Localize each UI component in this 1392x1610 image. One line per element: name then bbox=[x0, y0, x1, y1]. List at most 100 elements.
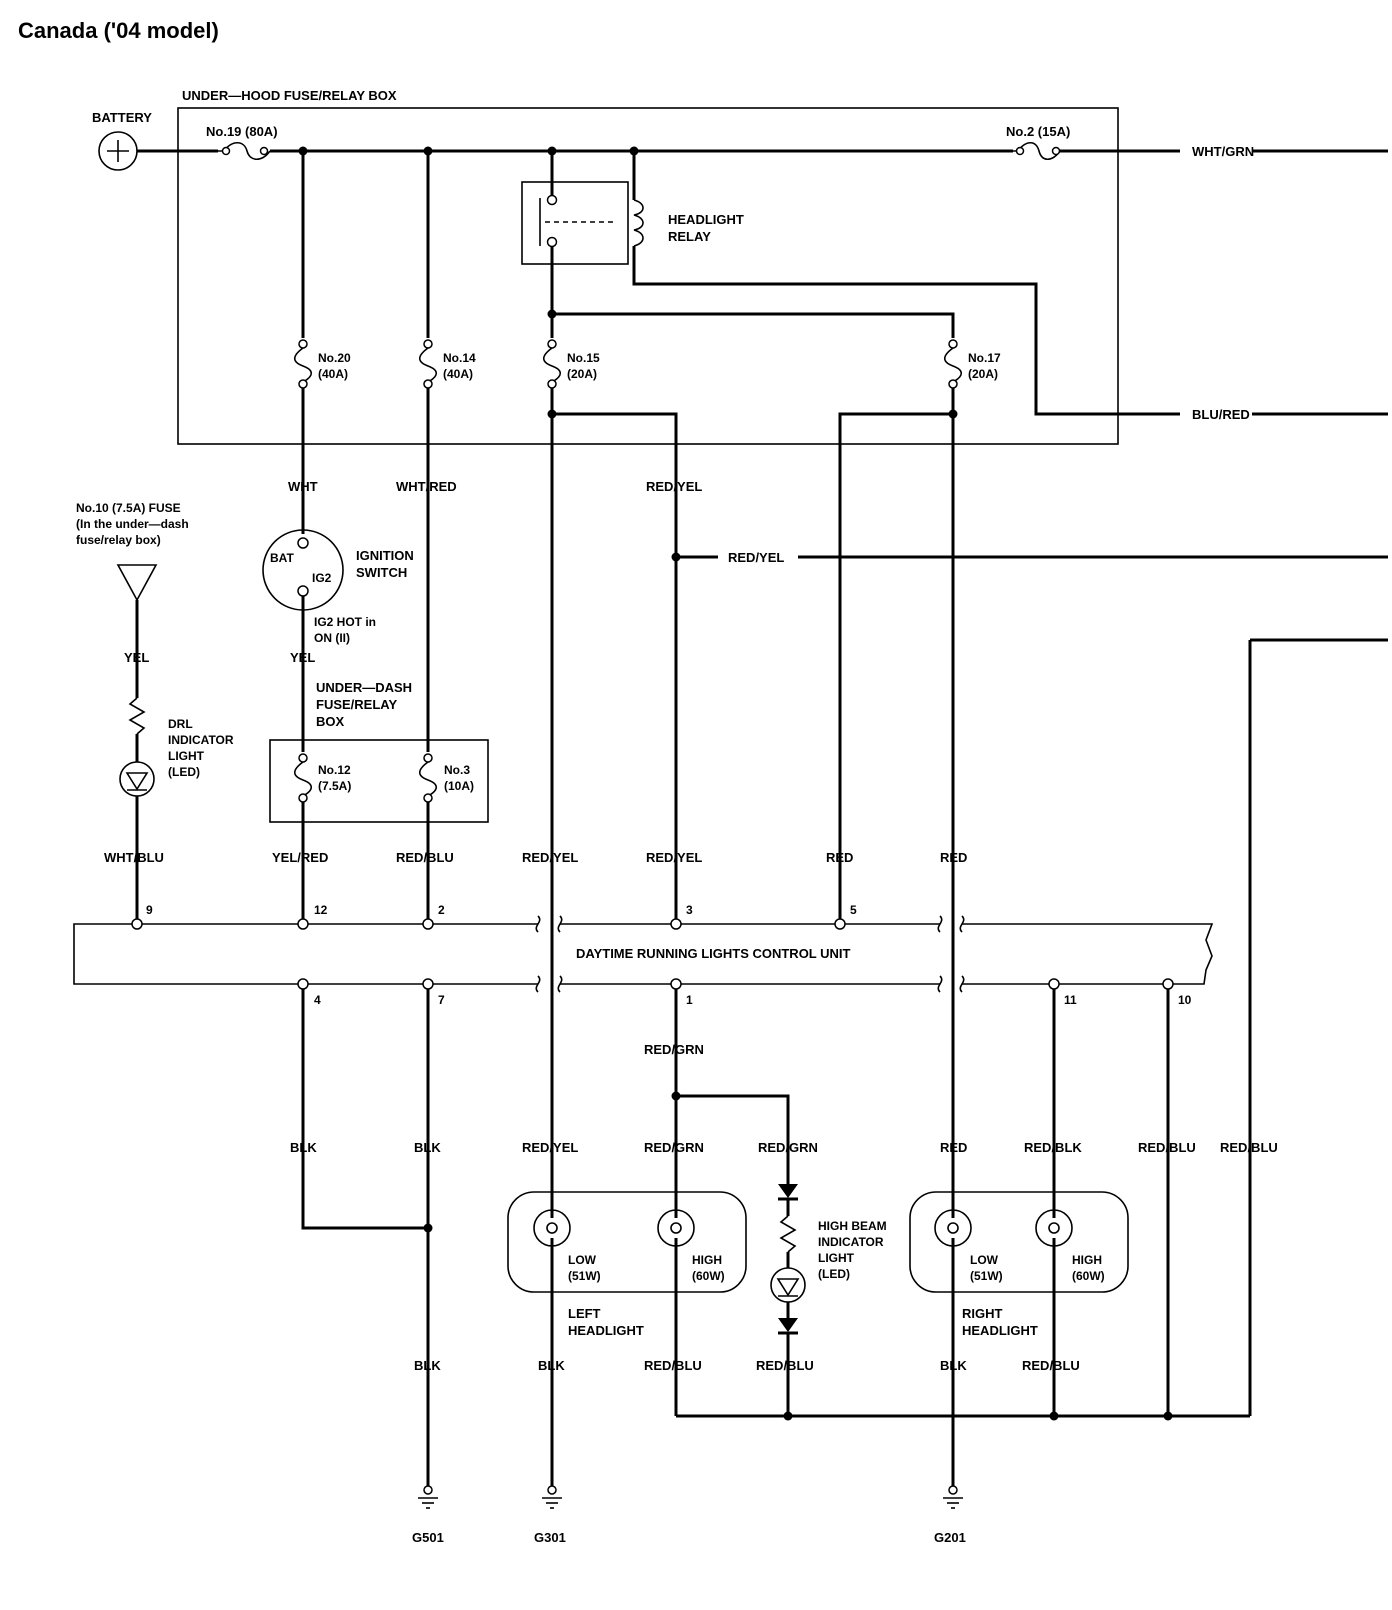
wht-red-label: WHT/RED bbox=[396, 479, 457, 494]
red-pin5-wire bbox=[838, 412, 953, 920]
red-grn-label-c: RED/GRN bbox=[758, 1140, 818, 1155]
red-blu-label-b: RED/BLU bbox=[1138, 1140, 1196, 1155]
fuse-no20 bbox=[293, 339, 313, 389]
drl-indicator-label-1: DRL bbox=[168, 717, 193, 731]
ground-g501 bbox=[418, 1485, 438, 1509]
wht-grn-label: WHT/GRN bbox=[1192, 144, 1254, 159]
fuse-no12-label-2: (7.5A) bbox=[318, 779, 351, 793]
ground-g501-label: G501 bbox=[412, 1530, 444, 1545]
red-label-a: RED bbox=[826, 850, 853, 865]
red-blu-label-d: RED/BLU bbox=[644, 1358, 702, 1373]
red-yel-label-c: RED/YEL bbox=[522, 1140, 578, 1155]
headlight-relay-label-2: RELAY bbox=[668, 229, 711, 244]
battery-symbol bbox=[98, 131, 138, 171]
fuse-no12-label-1: No.12 bbox=[318, 763, 351, 777]
yel-label-b: YEL bbox=[290, 650, 315, 665]
ground-g301 bbox=[542, 1485, 562, 1509]
ignition-ig2-label: IG2 bbox=[312, 571, 332, 585]
fuse-no19-label: No.19 (80A) bbox=[206, 124, 278, 139]
pin-7: 7 bbox=[438, 993, 445, 1007]
pin-9: 9 bbox=[146, 903, 153, 917]
blk-label-d: BLK bbox=[538, 1358, 565, 1373]
page-title: Canada ('04 model) bbox=[18, 18, 219, 43]
fuse-no3-label-1: No.3 bbox=[444, 763, 470, 777]
pin-5: 5 bbox=[850, 903, 857, 917]
drl-indicator-led bbox=[119, 761, 155, 797]
fuse-no19 bbox=[218, 141, 271, 161]
drl-indicator-label-4: (LED) bbox=[168, 765, 200, 779]
yel-label-a: YEL bbox=[124, 650, 149, 665]
fuse-no14-label-2: (40A) bbox=[443, 367, 473, 381]
blk-label-e: BLK bbox=[940, 1358, 967, 1373]
pin-3: 3 bbox=[686, 903, 693, 917]
drl-unit-label: DAYTIME RUNNING LIGHTS CONTROL UNIT bbox=[576, 946, 851, 961]
under-hood-box-label: UNDER—HOOD FUSE/RELAY BOX bbox=[182, 88, 397, 103]
red-label-c: RED bbox=[940, 1140, 967, 1155]
fuse-no12 bbox=[293, 753, 313, 803]
fuse-no15-label-2: (20A) bbox=[567, 367, 597, 381]
fuse-no14 bbox=[418, 339, 438, 389]
red-grn-label-a: RED/GRN bbox=[644, 1042, 704, 1057]
fuse-no20-label-1: No.20 bbox=[318, 351, 351, 365]
headlight-relay bbox=[539, 151, 1388, 416]
fuse-no17-label-1: No.17 bbox=[968, 351, 1001, 365]
left-low-label-2: (51W) bbox=[568, 1269, 601, 1283]
fuse-no10-label-2: (In the under—dash bbox=[76, 517, 189, 531]
fuse-no2-label: No.2 (15A) bbox=[1006, 124, 1070, 139]
red-blu-right-wire bbox=[1248, 638, 1388, 1416]
pin-4: 4 bbox=[314, 993, 321, 1007]
red-yel-label-b: RED/YEL bbox=[646, 850, 702, 865]
blk-label-a: BLK bbox=[290, 1140, 317, 1155]
red-yel-label-a: RED/YEL bbox=[522, 850, 578, 865]
right-low-label-2: (51W) bbox=[970, 1269, 1003, 1283]
red-blu-label-c: RED/BLU bbox=[1220, 1140, 1278, 1155]
headlight-relay-box bbox=[521, 181, 629, 265]
fuse-no10-symbol bbox=[116, 564, 158, 602]
under-dash-label-1: UNDER—DASH bbox=[316, 680, 412, 695]
fuse-no17 bbox=[943, 339, 963, 389]
wht-label: WHT bbox=[288, 479, 318, 494]
fuse-no3 bbox=[418, 753, 438, 803]
right-headlight-label-2: HEADLIGHT bbox=[962, 1323, 1038, 1338]
fuse-no15-label-1: No.15 bbox=[567, 351, 600, 365]
left-headlight-label-2: HEADLIGHT bbox=[568, 1323, 644, 1338]
ground-g201-label: G201 bbox=[934, 1530, 966, 1545]
pin-11: 11 bbox=[1064, 993, 1077, 1007]
high-beam-label-2: INDICATOR bbox=[818, 1235, 884, 1249]
blk-pin4-wire bbox=[301, 989, 428, 1230]
battery-label: BATTERY bbox=[92, 110, 152, 125]
ig2-note-1: IG2 HOT in bbox=[314, 615, 376, 629]
fuse-no3-label-2: (10A) bbox=[444, 779, 474, 793]
fuse-no14-label-1: No.14 bbox=[443, 351, 476, 365]
wht-blu-label: WHT/BLU bbox=[104, 850, 164, 865]
under-dash-label-3: BOX bbox=[316, 714, 345, 729]
red-blu-label-e: RED/BLU bbox=[756, 1358, 814, 1373]
ig2-note-2: ON (II) bbox=[314, 631, 350, 645]
under-dash-label-2: FUSE/RELAY bbox=[316, 697, 397, 712]
blk-label-b: BLK bbox=[414, 1140, 441, 1155]
high-beam-label-3: LIGHT bbox=[818, 1251, 855, 1265]
fuse-no15 bbox=[542, 339, 562, 389]
red-blu-label-a: RED/BLU bbox=[396, 850, 454, 865]
fuse-no10-label-1: No.10 (7.5A) FUSE bbox=[76, 501, 181, 515]
red-yel-label: RED/YEL bbox=[646, 479, 702, 494]
red-label-b: RED bbox=[940, 850, 967, 865]
high-beam-indicator bbox=[770, 1184, 806, 1416]
fuse-no2 bbox=[1013, 141, 1061, 161]
pin-1: 1 bbox=[686, 993, 693, 1007]
red-grn-label-b: RED/GRN bbox=[644, 1140, 704, 1155]
pin-2: 2 bbox=[438, 903, 445, 917]
ground-g201 bbox=[943, 1485, 963, 1509]
fuse-no10-label-3: fuse/relay box) bbox=[76, 533, 161, 547]
pin-12: 12 bbox=[314, 903, 328, 917]
left-headlight-box bbox=[507, 1191, 747, 1293]
fuse-no20-label-2: (40A) bbox=[318, 367, 348, 381]
high-beam-label-1: HIGH BEAM bbox=[818, 1219, 887, 1233]
red-yel-pin3-wire bbox=[552, 412, 678, 920]
ground-g301-label: G301 bbox=[534, 1530, 566, 1545]
red-yel-branch-label: RED/YEL bbox=[728, 550, 784, 565]
left-low-label-1: LOW bbox=[568, 1253, 597, 1267]
drl-indicator-label-3: LIGHT bbox=[168, 749, 205, 763]
ignition-switch-label-2: SWITCH bbox=[356, 565, 407, 580]
